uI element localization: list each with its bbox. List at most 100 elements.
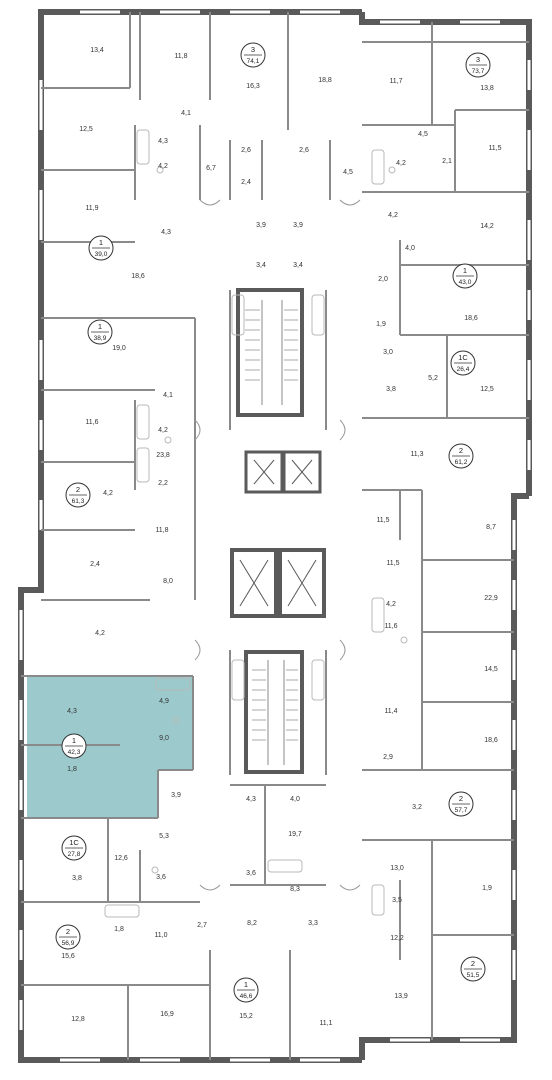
room-area-label: 12,8 — [71, 1016, 85, 1023]
room-area-label: 11,0 — [154, 932, 167, 939]
apartment-room-count: 1 — [98, 322, 102, 331]
apartment-badge-a11[interactable]: 1С 27,8 — [61, 835, 87, 861]
apartment-total-area: 39,0 — [95, 251, 108, 258]
room-area-label: 18,6 — [464, 315, 478, 322]
room-area-label: 12,2 — [390, 935, 404, 942]
room-area-label: 11,6 — [85, 419, 98, 426]
stairwell-bottom — [244, 650, 304, 774]
apartment-total-area: 57,7 — [455, 807, 468, 814]
room-area-label: 3,3 — [308, 920, 318, 927]
room-area-label: 4,2 — [158, 163, 168, 170]
room-area-label: 4,2 — [396, 160, 406, 167]
room-area-label: 3,9 — [256, 222, 266, 229]
apartment-total-area: 74,1 — [247, 58, 260, 65]
room-area-label: 2,7 — [197, 922, 207, 929]
room-area-label: 18,6 — [484, 737, 498, 744]
apartment-badge-a4[interactable]: 143,0 — [452, 263, 478, 289]
apartment-total-area: 61,3 — [72, 498, 85, 505]
apartment-room-count: 2 — [66, 927, 70, 936]
room-area-label: 11,7 — [389, 78, 402, 85]
selected-apartment-highlight[interactable] — [27, 676, 193, 818]
room-area-label: 4,5 — [343, 169, 353, 176]
room-area-label: 8,3 — [290, 886, 300, 893]
room-area-label: 16,9 — [160, 1011, 174, 1018]
room-area-label: 3,8 — [72, 875, 82, 882]
dashed-partitions — [107, 345, 448, 900]
room-area-label: 1,9 — [482, 885, 492, 892]
room-area-label: 13,0 — [390, 865, 404, 872]
apartment-badge-a6[interactable]: 1С 26,4 — [450, 350, 476, 376]
apartment-total-area: 27,8 — [68, 851, 81, 858]
room-area-label: 4,2 — [386, 601, 396, 608]
apartment-total-area: 46,6 — [240, 993, 253, 1000]
room-area-label: 2,0 — [378, 276, 388, 283]
room-area-label: 15,2 — [239, 1013, 253, 1020]
apartment-room-count: 1С — [458, 353, 468, 362]
room-area-label: 12,5 — [79, 126, 93, 133]
interior-walls — [21, 12, 529, 1060]
apartment-badge-a5[interactable]: 138,9 — [87, 319, 113, 345]
apartment-room-count: 1С — [69, 838, 79, 847]
room-area-label: 3,6 — [246, 870, 256, 877]
room-area-label: 4,0 — [290, 796, 300, 803]
apartment-total-area: 43,0 — [459, 279, 472, 286]
room-area-label: 4,9 — [159, 698, 169, 705]
room-area-label: 4,1 — [163, 392, 173, 399]
apartment-badge-a12[interactable]: 256,9 — [55, 924, 81, 950]
room-area-label: 2,4 — [90, 561, 100, 568]
room-area-label: 3,9 — [171, 792, 181, 799]
apartment-room-count: 3 — [476, 55, 480, 64]
apartment-room-count: 1 — [99, 238, 103, 247]
room-area-label: 11,1 — [319, 1020, 332, 1027]
room-area-label: 5,3 — [159, 833, 169, 840]
room-area-label: 8,2 — [247, 920, 257, 927]
apartment-badge-a7[interactable]: 261,2 — [448, 443, 474, 469]
apartment-room-count: 2 — [459, 446, 463, 455]
apartment-badge-a1[interactable]: 374,1 — [240, 42, 266, 68]
apartment-badge-a14[interactable]: 146,6 — [233, 977, 259, 1003]
room-area-label: 1,8 — [114, 926, 124, 933]
room-area-label: 3,9 — [293, 222, 303, 229]
apartment-room-count: 1 — [72, 736, 76, 745]
apartment-total-area: 26,4 — [457, 366, 470, 373]
room-area-label: 11,3 — [410, 451, 423, 458]
room-area-label: 19,0 — [112, 345, 126, 352]
apartment-total-area: 51,5 — [467, 972, 480, 979]
apartment-room-count: 1 — [244, 980, 248, 989]
room-area-label: 2,9 — [383, 754, 393, 761]
room-area-label: 15,6 — [61, 953, 75, 960]
room-area-label: 11,6 — [384, 623, 397, 630]
apartment-total-area: 56,9 — [62, 940, 75, 947]
apartment-badge-a2[interactable]: 373,7 — [465, 52, 491, 78]
apartment-badge-a9[interactable]: 142,3 — [61, 733, 87, 759]
room-area-label: 14,2 — [480, 223, 494, 230]
room-area-label: 13,9 — [394, 993, 408, 1000]
apartment-room-count: 3 — [251, 45, 255, 54]
room-area-label: 4,5 — [418, 131, 428, 138]
apartment-total-area: 73,7 — [472, 68, 485, 75]
apartment-room-count: 2 — [471, 959, 475, 968]
windows — [19, 10, 531, 1062]
room-area-label: 3,8 — [386, 386, 396, 393]
room-area-label: 4,0 — [405, 245, 415, 252]
room-area-label: 3,4 — [256, 262, 266, 269]
room-area-label: 4,2 — [103, 490, 113, 497]
room-area-label: 4,3 — [161, 229, 171, 236]
room-area-label: 11,5 — [386, 560, 399, 567]
room-area-label: 3,6 — [156, 874, 166, 881]
room-area-label: 11,5 — [376, 517, 389, 524]
apartment-total-area: 42,3 — [68, 749, 81, 756]
room-area-label: 12,6 — [114, 855, 128, 862]
room-area-label: 2,4 — [241, 179, 251, 186]
room-area-label: 4,3 — [67, 708, 77, 715]
elevator-shafts-large — [230, 548, 326, 618]
door-swings — [194, 199, 361, 891]
room-area-label: 8,0 — [163, 578, 173, 585]
room-area-label: 4,2 — [388, 212, 398, 219]
apartment-badge-a8[interactable]: 261,3 — [65, 482, 91, 508]
apartment-badge-a3[interactable]: 139,0 — [88, 235, 114, 261]
apartment-badge-a10[interactable]: 257,7 — [448, 791, 474, 817]
apartment-badge-a13[interactable]: 251,5 — [460, 956, 486, 982]
